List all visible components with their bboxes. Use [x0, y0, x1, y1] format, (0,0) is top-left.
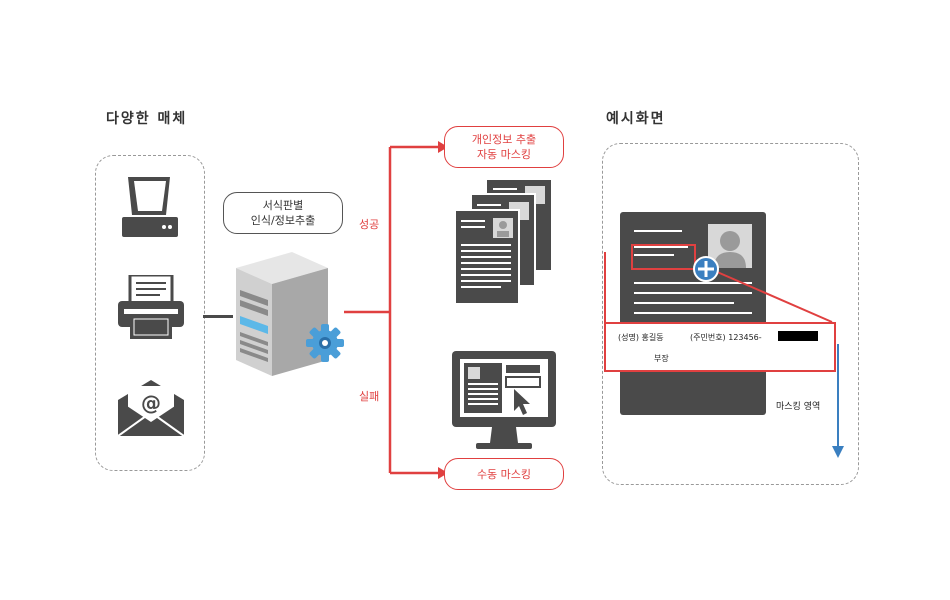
media-panel: [95, 155, 205, 471]
media-section-title: 다양한 매체: [106, 111, 188, 127]
scanner-icon: [122, 177, 178, 237]
zoomed-info-box: (성명) 홍길동 (주민번호) 123456- 부장: [604, 322, 836, 372]
zoom-connector-lines: [604, 252, 833, 323]
manual-masking-text: 수동 마스킹: [476, 467, 532, 481]
email-icon: @: [118, 380, 184, 437]
example-section-title: 예시화면: [606, 111, 666, 127]
zoom-plus-icon: [693, 256, 719, 282]
auto-masking-label: 개인정보 추출 자동 마스킹: [444, 126, 564, 168]
example-panel: [602, 143, 859, 485]
monitor-icon: [452, 351, 556, 449]
zoomed-title: 부장: [654, 354, 669, 363]
gear-icon: [306, 324, 344, 362]
process-label-line1: 서식판별: [262, 199, 304, 212]
zoomed-name: (성명) 홍길동: [618, 333, 664, 342]
zoomed-id: (주민번호) 123456-: [690, 333, 762, 342]
auto-masking-line2: 자동 마스킹: [476, 148, 532, 161]
media-connector-line: [203, 315, 233, 318]
process-label: 서식판별 인식/정보추출: [223, 192, 343, 234]
masking-area-label: 마스킹 영역: [776, 402, 821, 412]
branch-arrows: [344, 141, 448, 479]
masked-region-bar: [778, 331, 818, 341]
mask-highlight-box: [631, 244, 696, 270]
process-label-line2: 인식/정보추출: [250, 214, 316, 227]
manual-masking-label: 수동 마스킹: [444, 458, 564, 490]
fail-label: 실패: [359, 390, 380, 403]
svg-text:@: @: [141, 391, 161, 415]
printer-icon: [118, 275, 184, 339]
success-label: 성공: [359, 218, 380, 231]
auto-masking-line1: 개인정보 추출: [471, 133, 537, 146]
masking-arrow: [832, 344, 844, 458]
documents-stack-icon: [454, 180, 551, 305]
